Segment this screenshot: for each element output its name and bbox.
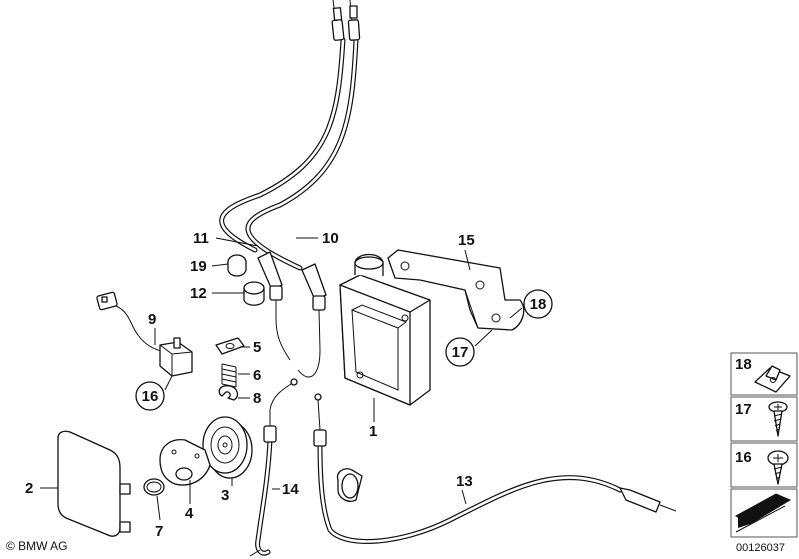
ring-7: [143, 478, 165, 496]
callouts: 11 10 19 12 9 5 6 8 1 15 2 3 4 7 14 13: [25, 230, 475, 540]
copyright: © BMW AG: [6, 539, 68, 553]
clip-5: [215, 337, 245, 355]
callout-6: 6: [253, 367, 261, 384]
spring-6: [221, 363, 237, 388]
cable-end-left: [257, 251, 291, 361]
bracket-15: [387, 249, 525, 331]
callout-14: 14: [282, 481, 299, 498]
legend-panel: 18 17 16: [730, 352, 798, 538]
pulley-3: [202, 416, 253, 479]
callout-19: 19: [190, 258, 207, 275]
callout-5: 5: [253, 339, 261, 356]
callout-1: 1: [369, 423, 377, 440]
callout-11: 11: [193, 230, 209, 247]
cable-13: [313, 393, 677, 544]
legend-label-17: 17: [735, 401, 752, 418]
switch-16: [159, 337, 193, 377]
cable-14: [249, 378, 298, 557]
callout-9: 9: [148, 311, 156, 328]
cable-end-right: [297, 263, 327, 378]
callout-3: 3: [221, 487, 229, 504]
screw-icon-16: [767, 450, 789, 485]
callout-16: 16: [142, 388, 159, 405]
arrow-icon: [734, 493, 792, 533]
callout-17: 17: [452, 344, 469, 361]
circled-callouts: 16 17 18: [135, 289, 553, 411]
callout-2: 2: [25, 480, 33, 497]
callout-18: 18: [530, 296, 547, 313]
callout-10: 10: [322, 230, 339, 247]
document-number: 00126037: [736, 542, 785, 554]
cap-12: [243, 281, 265, 306]
clip-nut-icon: [754, 365, 791, 393]
grommet-19: [227, 254, 247, 277]
circlip-8: [218, 385, 239, 401]
leader-lines: [40, 237, 523, 521]
callout-13: 13: [456, 473, 473, 490]
housing-1: [339, 253, 431, 406]
callout-15: 15: [458, 232, 475, 249]
callout-12: 12: [190, 285, 207, 302]
callout-7: 7: [155, 523, 163, 540]
connector-9: [96, 291, 166, 353]
legend-label-16: 16: [735, 449, 752, 466]
callout-8: 8: [253, 390, 261, 407]
screw-icon-17: [768, 401, 788, 437]
legend-label-18: 18: [735, 356, 752, 373]
lever-4: [159, 439, 211, 486]
callout-4: 4: [185, 505, 194, 522]
cable-pair-upper: [219, 0, 361, 271]
cover-2: [57, 430, 131, 537]
